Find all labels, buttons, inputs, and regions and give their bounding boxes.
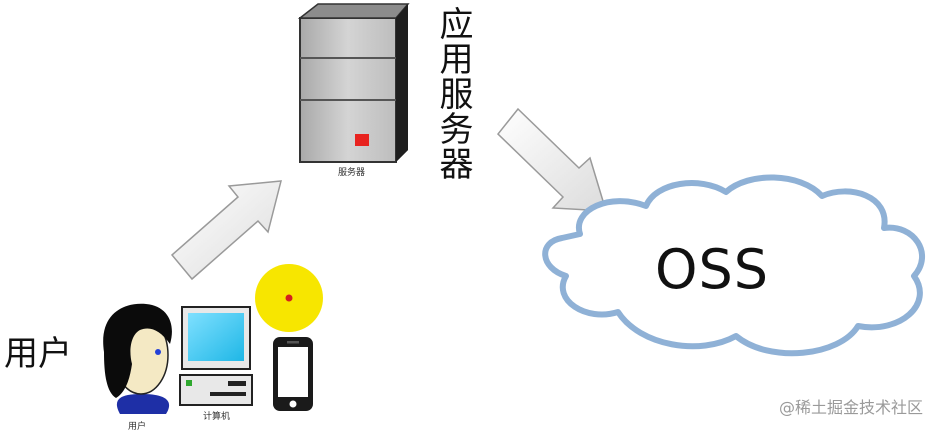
oss-cloud-icon	[542, 174, 926, 357]
signal-icon	[255, 264, 323, 332]
server-led-icon	[355, 134, 369, 146]
app-server-label: 应用服务器	[433, 6, 473, 181]
arrow-server-to-oss	[496, 107, 608, 212]
smartphone-icon	[273, 337, 313, 411]
server-caption: 服务器	[338, 168, 366, 178]
watermark: @稀土掘金技术社区	[778, 398, 923, 417]
user-caption: 用户	[128, 422, 147, 432]
user-label: 用户	[4, 334, 72, 374]
computer-icon	[179, 306, 253, 406]
user-avatar-icon	[103, 303, 172, 414]
server-icon	[297, 3, 410, 163]
arrow-user-to-server	[170, 180, 282, 281]
oss-label: OSS	[655, 238, 770, 301]
computer-caption: 计算机	[203, 412, 231, 422]
